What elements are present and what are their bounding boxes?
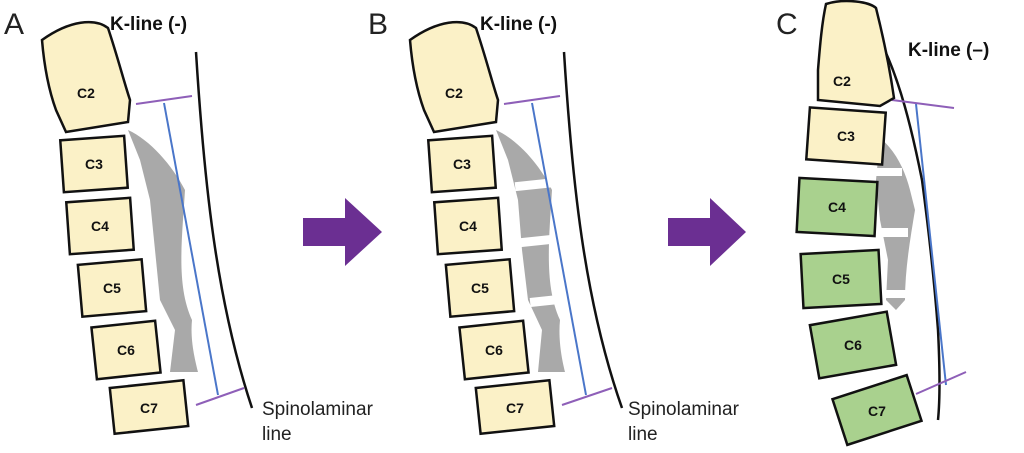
kline-c	[916, 104, 946, 385]
gap-c3-c4-c	[870, 168, 902, 176]
vertebra-label-c2-a: C2	[77, 85, 95, 101]
kline-label-a: K-line (-)	[110, 14, 187, 35]
panel-label-b: B	[368, 8, 388, 41]
vertebra-label-c3-c: C3	[837, 128, 855, 144]
vertebra-label-c4-a: C4	[91, 218, 109, 234]
vertebra-label-c2-b: C2	[445, 85, 463, 101]
spinolaminar-label-b-line1: Spinolaminar	[628, 399, 740, 420]
vertebra-label-c4-b: C4	[459, 218, 477, 234]
endplate-line-c7-c	[916, 372, 966, 394]
spinolaminar-label-a-line2: line	[262, 424, 292, 445]
spinolaminar-label-a-line1: Spinolaminar	[262, 399, 374, 420]
vertebra-label-c6-b: C6	[485, 342, 503, 358]
kline-label-c: K-line (–)	[908, 40, 989, 61]
vertebra-c2-a	[42, 22, 130, 132]
endplate-line-c2-b	[504, 96, 560, 104]
arrow-right-icon-2	[668, 198, 746, 266]
vertebra-label-c3-b: C3	[453, 156, 471, 172]
vertebra-label-c7-b: C7	[506, 400, 524, 416]
panel-c: C K-line (–) C2 C3 C4 C5 C6 C7	[776, 1, 989, 445]
endplate-line-c2-c	[892, 100, 954, 108]
vertebra-label-c3-a: C3	[85, 156, 103, 172]
vertebra-label-c7-c: C7	[868, 403, 886, 419]
vertebra-label-c5-b: C5	[471, 280, 489, 296]
vertebra-c2-c	[818, 1, 894, 106]
endplate-line-c7-b	[562, 388, 612, 405]
vertebra-label-c6-a: C6	[117, 342, 135, 358]
vertebra-c2-b	[410, 22, 498, 132]
gap-c4-c5-c	[872, 228, 908, 237]
vertebra-label-c7-a: C7	[140, 400, 158, 416]
panel-label-c: C	[776, 8, 798, 41]
spinal-cord-line-b	[564, 52, 622, 408]
spinolaminar-label-b-line2: line	[628, 424, 658, 445]
endplate-line-c2-a	[136, 96, 192, 104]
vertebra-label-c6-c: C6	[844, 337, 862, 353]
kline-label-b: K-line (-)	[480, 14, 557, 35]
spinal-cord-line-a	[196, 52, 252, 408]
vertebra-label-c4-c: C4	[828, 199, 846, 215]
vertebra-label-c2-c: C2	[833, 73, 851, 89]
panel-label-a: A	[4, 8, 24, 41]
vertebra-label-c5-c: C5	[832, 271, 850, 287]
endplate-line-c7-a	[196, 388, 244, 405]
arrow-right-icon	[303, 198, 382, 266]
vertebra-label-c5-a: C5	[103, 280, 121, 296]
